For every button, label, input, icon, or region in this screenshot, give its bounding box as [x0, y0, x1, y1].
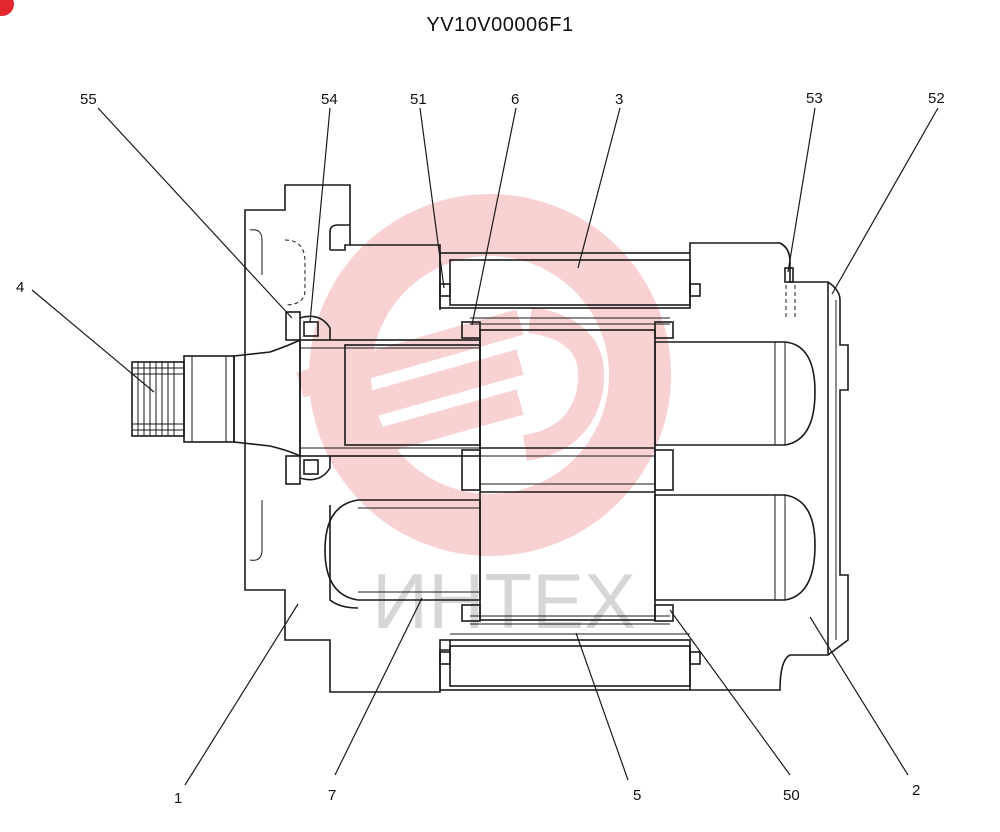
- callout-53: 53: [806, 90, 823, 107]
- callout-4: 4: [16, 279, 24, 296]
- cylinder-lower: [439, 615, 701, 691]
- callout-55: 55: [80, 91, 97, 108]
- callout-50: 50: [783, 787, 800, 804]
- page-title: YV10V00006F1: [426, 14, 574, 36]
- rotor-assembly: [461, 321, 674, 622]
- corner-logo-mark: [0, 0, 14, 16]
- callout-6: 6: [511, 91, 519, 108]
- lower-left-gear: [324, 499, 481, 601]
- cylinder-upper: [439, 252, 701, 325]
- lower-right-gear: [654, 494, 816, 601]
- upper-left-gear: [344, 344, 481, 446]
- rear-housing: [689, 242, 849, 691]
- callout-labels: 55 54 51 6 3 53 52 4 1 7 5 50 2: [16, 90, 945, 807]
- callout-3: 3: [615, 91, 623, 108]
- callout-5: 5: [633, 787, 641, 804]
- leader-lines: [31, 107, 939, 786]
- callout-7: 7: [328, 787, 336, 804]
- callout-2: 2: [912, 782, 920, 799]
- callout-52: 52: [928, 90, 945, 107]
- callout-54: 54: [321, 91, 338, 108]
- watermark-gear-icon: [296, 194, 671, 556]
- watermark-text: ИНТЕХ: [372, 557, 636, 645]
- callout-1: 1: [174, 790, 182, 807]
- upper-right-gear: [654, 341, 816, 446]
- callout-51: 51: [410, 91, 427, 108]
